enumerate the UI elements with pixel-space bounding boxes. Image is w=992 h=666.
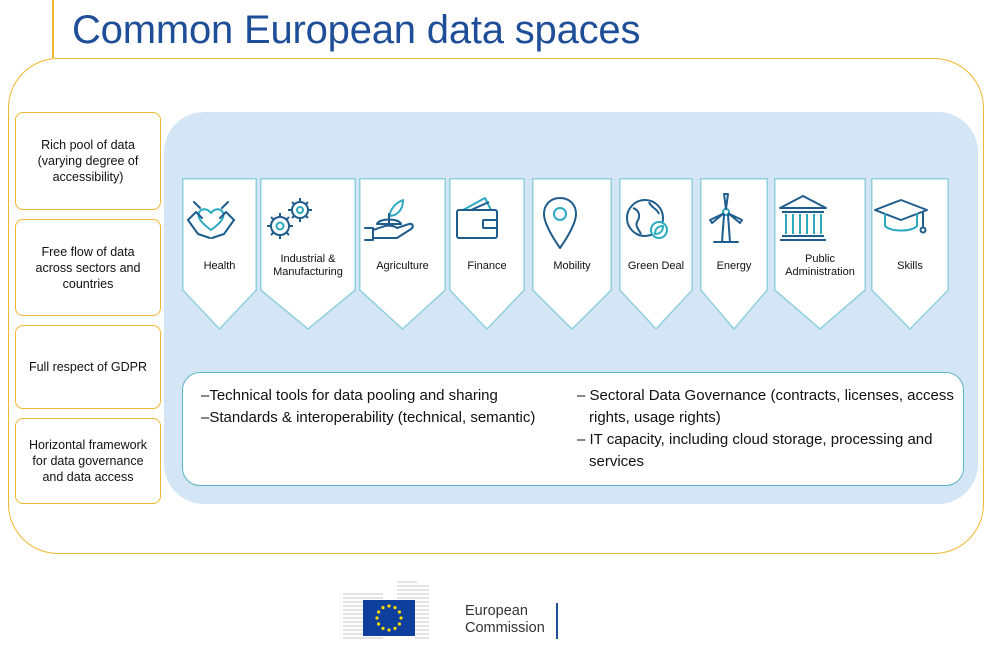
sector-label: Skills — [897, 259, 923, 272]
gears-icon — [260, 190, 356, 250]
ec-building-lines-icon — [343, 581, 429, 639]
wallet-icon — [449, 190, 525, 250]
outer-frame — [8, 58, 984, 554]
location-pin-icon — [532, 190, 612, 250]
sector-label: Energy — [716, 259, 752, 272]
sector-label: Industrial & Manufacturing — [273, 253, 343, 278]
infrastructure-left-column: –Technical tools for data pooling and sh… — [201, 385, 573, 429]
plant-in-hand-icon — [359, 190, 446, 250]
sector-mobility: Mobility — [532, 178, 612, 330]
sector-health: Health — [182, 178, 257, 330]
health-hands-heart-icon — [182, 190, 257, 250]
bullet-item: – IT capacity, including cloud storage, … — [577, 431, 933, 470]
bullet-item: – Sectoral Data Governance (contracts, l… — [577, 387, 954, 426]
left-box-rich-pool: Rich pool of data (varying degree of acc… — [15, 112, 161, 210]
sector-green-deal: Green Deal — [619, 178, 693, 330]
sector-label: Mobility — [553, 259, 591, 272]
infrastructure-right-column: – Sectoral Data Governance (contracts, l… — [577, 385, 957, 473]
sector-label: Finance — [467, 259, 507, 272]
globe-leaf-icon — [619, 190, 693, 250]
sector-label: Health — [203, 259, 236, 272]
government-building-icon — [774, 190, 866, 250]
sector-label: Green Deal — [627, 259, 685, 272]
sector-finance: Finance — [449, 178, 525, 330]
sector-industrial-manufacturing: Industrial & Manufacturing — [260, 178, 356, 330]
sector-label: Public Administration — [785, 253, 855, 278]
sector-skills: Skills — [871, 178, 949, 330]
page-title: Common European data spaces — [72, 8, 641, 52]
title-accent-bar — [52, 0, 54, 58]
european-commission-logo: European Commission — [343, 580, 573, 642]
bullet-item: –Standards & interoperability (technical… — [201, 409, 536, 426]
ec-wordmark-line2: Commission — [465, 620, 545, 636]
graduation-cap-icon — [871, 190, 949, 250]
wind-turbine-icon — [700, 190, 768, 250]
eu-flag — [363, 600, 415, 636]
left-box-horizontal-framework: Horizontal framework for data governance… — [15, 418, 161, 504]
sector-public-administration: Public Administration — [774, 178, 866, 330]
left-box-gdpr: Full respect of GDPR — [15, 325, 161, 409]
infrastructure-box: –Technical tools for data pooling and sh… — [182, 372, 964, 486]
ec-wordmark: European Commission — [465, 603, 545, 637]
ec-wordmark-line1: European — [465, 603, 528, 619]
sector-energy: Energy — [700, 178, 768, 330]
left-box-free-flow: Free flow of data across sectors and cou… — [15, 219, 161, 316]
bullet-item: –Technical tools for data pooling and sh… — [201, 387, 498, 404]
sector-agriculture: Agriculture — [359, 178, 446, 330]
sector-label: Agriculture — [376, 259, 429, 272]
ec-accent-bar — [556, 603, 558, 639]
